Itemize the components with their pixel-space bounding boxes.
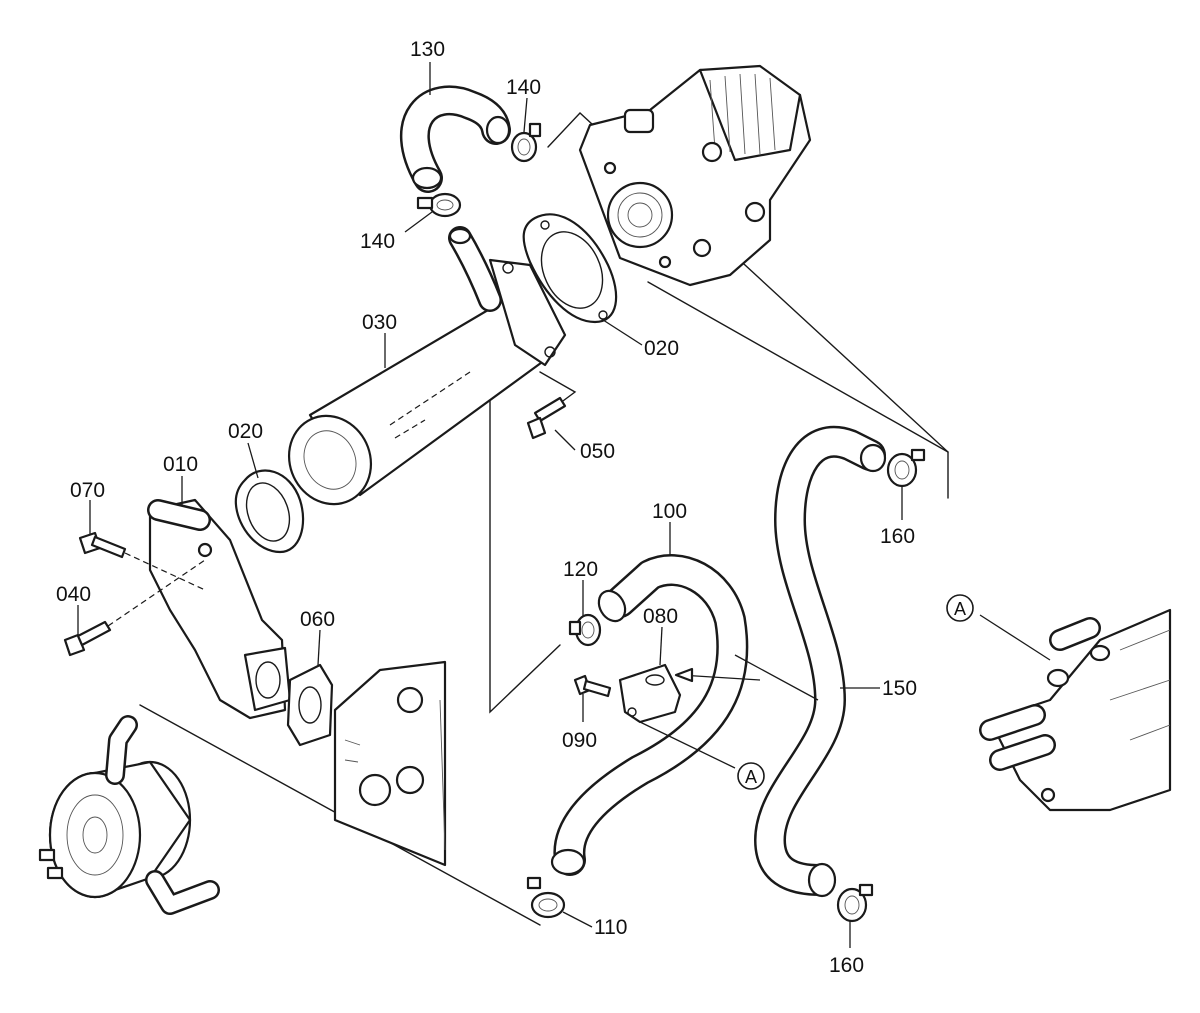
pipe-010 xyxy=(147,498,292,720)
label-040: 040 xyxy=(56,583,91,606)
bolt-090 xyxy=(573,674,612,698)
clamp-120 xyxy=(568,613,602,647)
gasket-060 xyxy=(286,663,334,747)
view-marker-a: A xyxy=(737,762,765,790)
egr-cooler-030 xyxy=(287,226,567,506)
label-080: 080 xyxy=(643,605,678,628)
clamp-160-lower xyxy=(836,883,874,923)
oil-cooler xyxy=(38,715,220,915)
label-120: 120 xyxy=(563,558,598,581)
clamp-140-upper xyxy=(510,122,542,163)
label-150: 150 xyxy=(882,677,917,700)
label-090: 090 xyxy=(562,729,597,752)
label-140-upper: 140 xyxy=(506,76,541,99)
hose-100 xyxy=(550,554,749,876)
detail-view-a xyxy=(979,608,1172,812)
bolt-070 xyxy=(78,531,206,591)
label-160-upper: 160 xyxy=(880,525,915,548)
label-100: 100 xyxy=(652,500,687,523)
label-140-lower: 140 xyxy=(360,230,395,253)
view-marker-a-label: A xyxy=(745,767,757,787)
label-070: 070 xyxy=(70,479,105,502)
label-050: 050 xyxy=(580,440,615,463)
gasket-020-upper xyxy=(522,213,618,324)
label-130: 130 xyxy=(410,38,445,61)
egr-valve xyxy=(578,64,812,287)
label-010: 010 xyxy=(163,453,198,476)
label-030: 030 xyxy=(362,311,397,334)
bracket-080 xyxy=(618,663,761,724)
clamp-110 xyxy=(526,876,566,919)
label-020-lower: 020 xyxy=(228,420,263,443)
clamp-140-lower xyxy=(416,192,462,218)
callout-labels: 130 140 140 020 030 050 020 010 070 040 … xyxy=(56,38,917,977)
view-marker-a-detail-label: A xyxy=(954,599,966,619)
gasket-020-lower xyxy=(234,469,305,554)
hose-130 xyxy=(400,85,511,193)
engine-block xyxy=(333,660,447,867)
callout-leaders xyxy=(77,62,1051,948)
label-060: 060 xyxy=(300,608,335,631)
hose-150 xyxy=(754,425,887,898)
bolt-050 xyxy=(526,371,577,440)
label-160-lower: 160 xyxy=(829,954,864,977)
label-020-upper: 020 xyxy=(644,337,679,360)
label-110: 110 xyxy=(594,916,627,939)
clamp-160-upper xyxy=(886,448,926,488)
bolt-040 xyxy=(63,559,206,657)
view-marker-a-detail: A xyxy=(946,594,974,622)
